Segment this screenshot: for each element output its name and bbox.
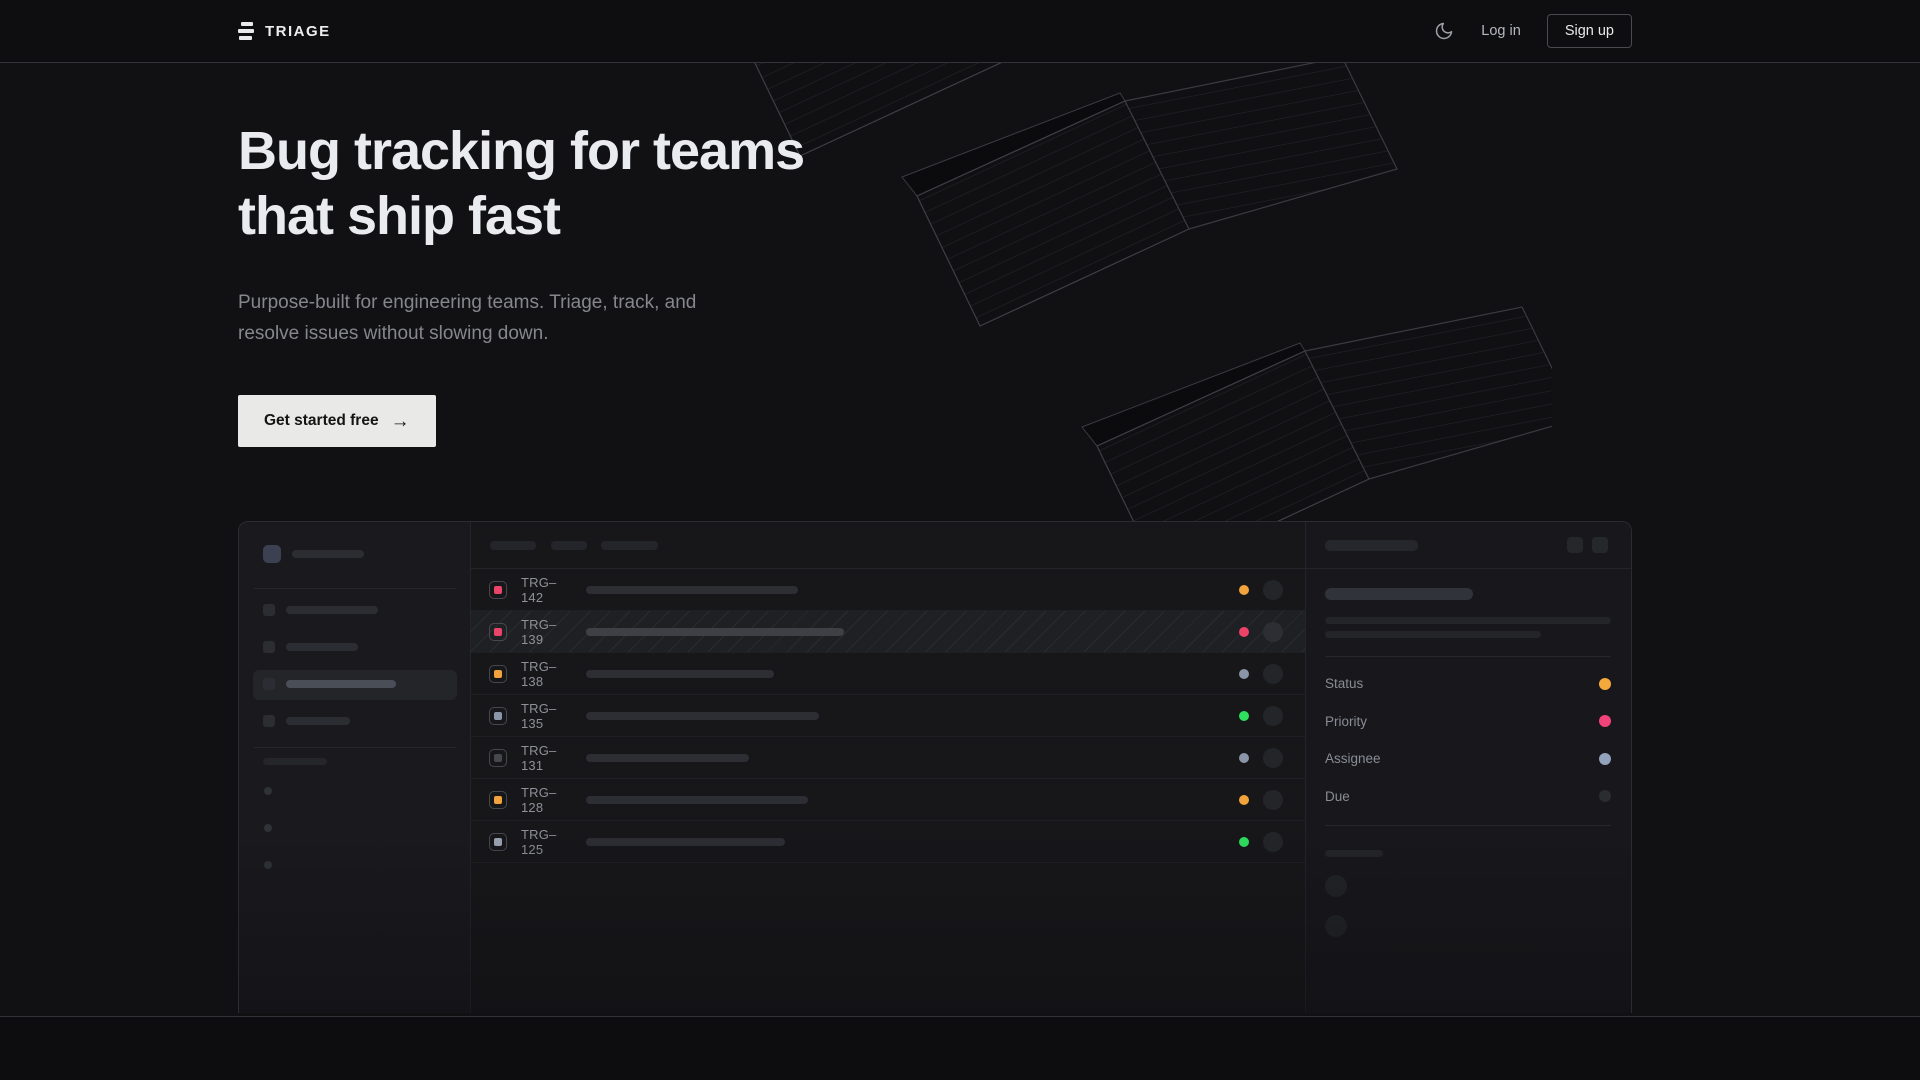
detail-field-row: Priority xyxy=(1325,703,1611,741)
status-dot xyxy=(1239,752,1249,763)
issue-title-placeholder xyxy=(586,627,844,636)
issue-id: TRG–125 xyxy=(521,826,557,857)
field-label: Due xyxy=(1325,788,1350,804)
issue-list: TRG–142 TRG–139 TRG–138 TRG–135 TRG–131 … xyxy=(471,569,1305,863)
issue-id: TRG–138 xyxy=(521,658,557,689)
moon-icon xyxy=(1436,22,1453,40)
field-label: Status xyxy=(1325,676,1364,692)
detail-field-row: Status xyxy=(1325,665,1611,703)
status-dot xyxy=(1239,584,1249,595)
issue-type-icon xyxy=(489,706,507,725)
arrow-right-icon: → xyxy=(390,410,410,432)
sidebar-section-label-placeholder xyxy=(263,758,327,765)
detail-title-placeholder xyxy=(1325,588,1473,600)
mockup-sidebar xyxy=(239,522,471,1013)
assignee-avatar xyxy=(1263,621,1283,642)
issue-type-icon xyxy=(489,790,507,809)
issue-title-placeholder xyxy=(586,711,819,720)
brand-name: TRIAGE xyxy=(265,22,331,40)
issue-row: TRG–135 xyxy=(471,695,1305,737)
app-preview-mockup: TRG–142 TRG–139 TRG–138 TRG–135 TRG–131 … xyxy=(238,521,1632,1013)
divider xyxy=(254,588,456,589)
status-dot xyxy=(1239,668,1249,679)
theme-toggle-button[interactable] xyxy=(1433,20,1455,42)
issue-title-placeholder xyxy=(586,669,774,678)
field-value-dot xyxy=(1599,677,1611,690)
detail-field-row: Due xyxy=(1325,778,1611,816)
issue-type-icon xyxy=(489,748,507,767)
sidebar-dot xyxy=(264,824,272,832)
field-label: Priority xyxy=(1325,713,1368,729)
issue-row: TRG–131 xyxy=(471,737,1305,779)
assignee-avatar xyxy=(1263,831,1283,852)
sidebar-nav-item-active-content xyxy=(263,678,396,690)
issue-row: TRG–128 xyxy=(471,779,1305,821)
workspace-switcher-placeholder xyxy=(263,545,364,563)
issue-type-icon xyxy=(489,664,507,683)
signup-button[interactable]: Sign up xyxy=(1546,14,1632,48)
detail-fields: Status Priority Assignee Due xyxy=(1325,665,1611,815)
comment-avatar-placeholder xyxy=(1325,875,1347,897)
sidebar-dot xyxy=(264,787,272,795)
field-value-dot xyxy=(1599,752,1611,765)
issue-row: TRG–125 xyxy=(471,821,1305,863)
issue-row: TRG–142 xyxy=(471,569,1305,611)
sidebar-nav-item xyxy=(263,641,358,653)
issue-type-icon xyxy=(489,580,507,599)
issue-type-icon xyxy=(489,622,507,641)
field-label: Assignee xyxy=(1325,751,1381,767)
hero-section: Bug tracking for teams that ship fast Pu… xyxy=(0,63,1920,1016)
issue-row: TRG–139 xyxy=(471,611,1305,653)
sidebar-nav-item xyxy=(263,604,378,616)
assignee-avatar xyxy=(1263,705,1283,726)
detail-text-placeholder xyxy=(1325,617,1611,624)
detail-text-placeholder xyxy=(1325,631,1541,638)
issue-list-panel: TRG–142 TRG–139 TRG–138 TRG–135 TRG–131 … xyxy=(471,522,1306,1013)
login-link[interactable]: Log in xyxy=(1481,23,1521,39)
divider xyxy=(1325,825,1611,826)
list-header-placeholder xyxy=(471,522,1305,569)
detail-action-button xyxy=(1567,537,1583,553)
comments-label-placeholder xyxy=(1325,850,1383,857)
detail-header xyxy=(1306,522,1631,569)
assignee-avatar xyxy=(1263,579,1283,600)
assignee-avatar xyxy=(1263,663,1283,684)
issue-id: TRG–131 xyxy=(521,742,557,773)
comment-avatar-placeholder xyxy=(1325,915,1347,937)
top-navbar: TRIAGE Log in Sign up xyxy=(0,0,1920,63)
issue-type-icon xyxy=(489,832,507,851)
issue-title-placeholder xyxy=(586,837,785,846)
issue-title-placeholder xyxy=(586,753,749,762)
status-dot xyxy=(1239,626,1249,637)
footer-section xyxy=(0,1016,1920,1080)
hero-subtitle: Purpose-built for engineering teams. Tri… xyxy=(238,292,697,344)
assignee-avatar xyxy=(1263,747,1283,768)
issue-id: TRG–142 xyxy=(521,574,557,605)
issue-title-placeholder xyxy=(586,795,808,804)
triage-logo-icon xyxy=(238,21,254,41)
divider xyxy=(254,747,456,748)
field-value-dot xyxy=(1599,715,1611,728)
divider xyxy=(1325,656,1611,657)
assignee-avatar xyxy=(1263,789,1283,810)
issue-id: TRG–128 xyxy=(521,784,557,815)
issue-detail-panel: Status Priority Assignee Due xyxy=(1306,522,1631,1013)
status-dot xyxy=(1239,836,1249,847)
status-dot xyxy=(1239,710,1249,721)
status-dot xyxy=(1239,794,1249,805)
hero-title: Bug tracking for teams that ship fast xyxy=(238,121,805,246)
get-started-button[interactable]: Get started free → xyxy=(238,395,436,447)
issue-row: TRG–138 xyxy=(471,653,1305,695)
field-value-dot xyxy=(1599,790,1611,803)
issue-id: TRG–139 xyxy=(521,616,557,647)
issue-id: TRG–135 xyxy=(521,700,557,731)
detail-action-button xyxy=(1592,537,1608,553)
detail-field-row: Assignee xyxy=(1325,740,1611,778)
sidebar-nav-item xyxy=(263,715,350,727)
brand-logo[interactable]: TRIAGE xyxy=(238,21,331,41)
sidebar-dot xyxy=(264,861,272,869)
issue-title-placeholder xyxy=(586,585,798,594)
